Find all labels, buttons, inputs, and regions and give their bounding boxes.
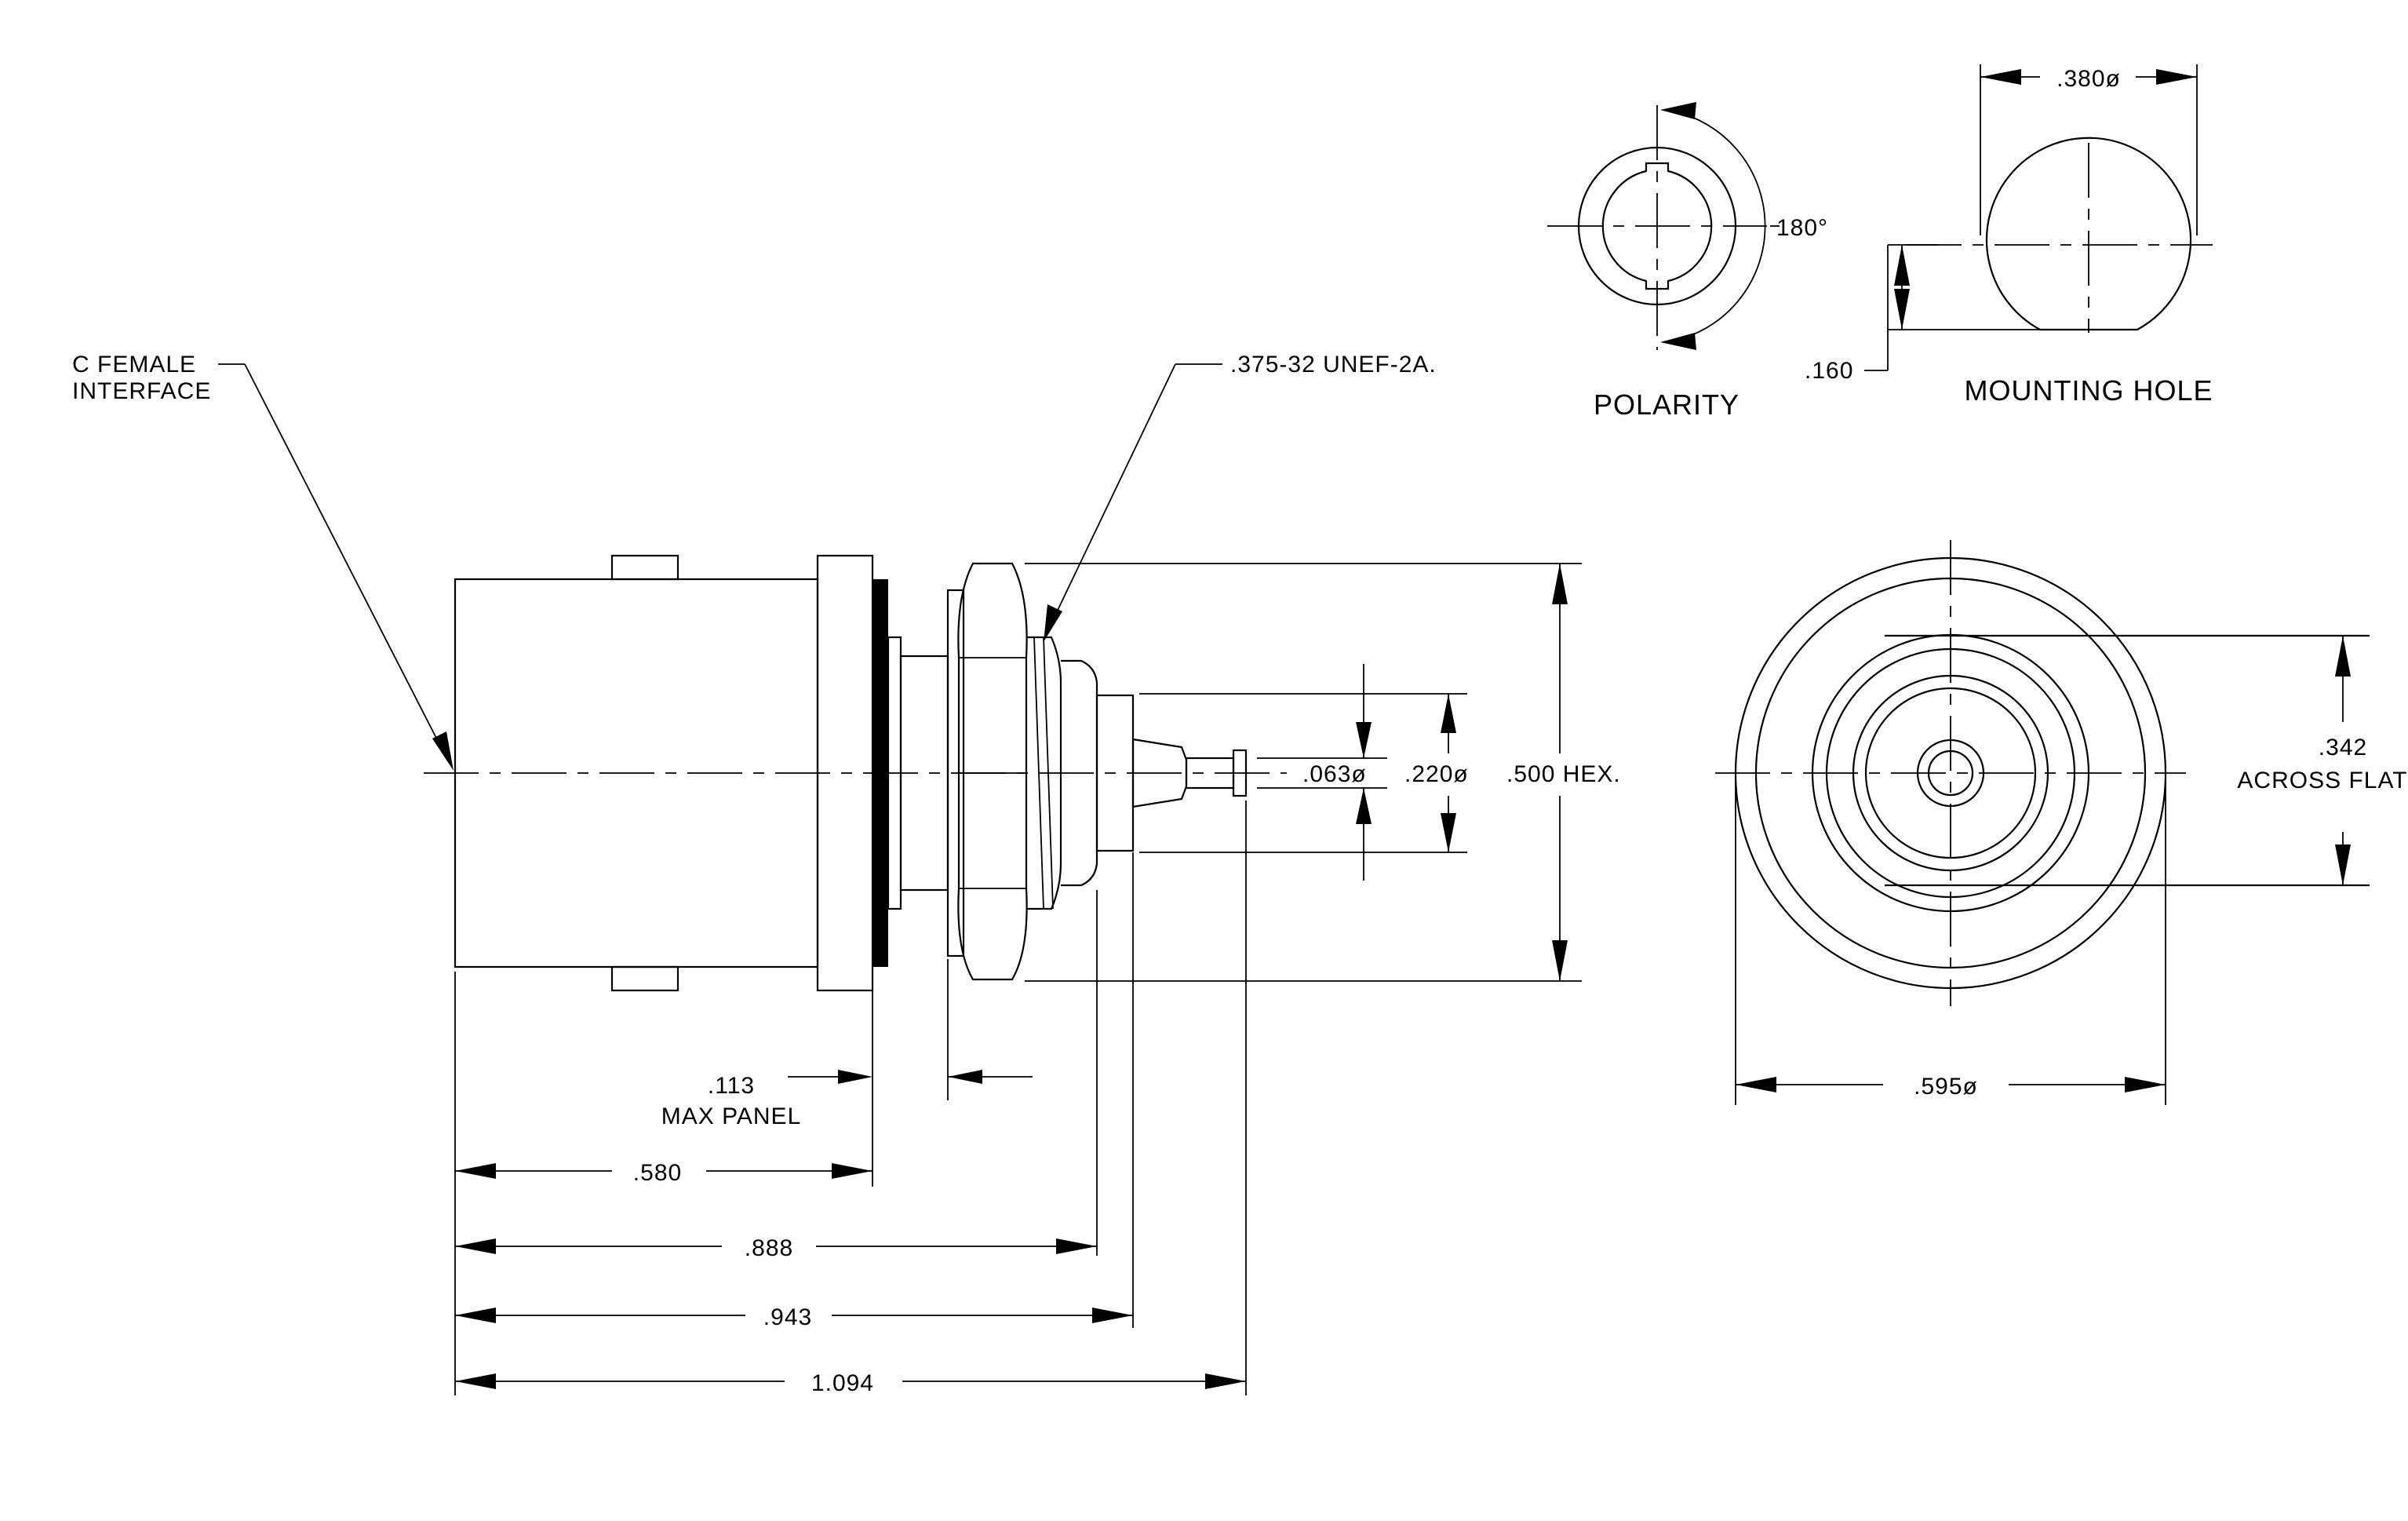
dim-580-value: .580 [633, 1160, 682, 1186]
polarity-title: POLARITY [1594, 388, 1740, 421]
body-dia-text: .595ø [1914, 1074, 1978, 1100]
dim-580: .580 [455, 1160, 872, 1186]
dim-1094: 1.094 [455, 1370, 1246, 1396]
across-flat-label: ACROSS FLAT [2237, 768, 2407, 793]
thread-spec-callout: .375-32 UNEF-2A. [1044, 352, 1437, 642]
polarity-view: 180° POLARITY [1547, 102, 1828, 421]
max-panel-value: .113 [708, 1073, 755, 1099]
dim-hex: .500 HEX. [1025, 563, 1621, 982]
across-flat-value: .342 [2319, 735, 2367, 760]
side-extension-lines [454, 801, 1247, 1395]
mounting-hole-shape [1985, 137, 2192, 331]
dim-888-value: .888 [745, 1235, 793, 1261]
dim-max-panel: .113 MAX PANEL [661, 1070, 1033, 1129]
dim-888: .888 [455, 1235, 1097, 1261]
dim-1094-value: 1.094 [811, 1370, 874, 1396]
c-female-callout: C FEMALE INTERFACE [72, 352, 454, 771]
front-view [1715, 540, 2370, 1006]
mounting-hole-view: .380ø .160 MOUNTING HOLE [1805, 64, 2213, 407]
bayonet-stud-bottom [610, 965, 679, 992]
hex-nut [957, 562, 1028, 981]
dim-943-value: .943 [763, 1304, 812, 1330]
c-female-line1: C FEMALE [72, 352, 196, 378]
contact-dia-text: .063ø [1302, 761, 1367, 787]
insulator-dia-text: .220ø [1404, 761, 1469, 787]
dim-insulator-dia: .220ø [1139, 693, 1469, 853]
side-view [424, 554, 1287, 992]
c-female-line2: INTERFACE [72, 378, 211, 404]
dim-contact-dia: .063ø [1257, 664, 1387, 881]
hex-size-text: .500 HEX. [1506, 761, 1621, 787]
bayonet-stud-top [610, 554, 679, 581]
dim-body-dia: .595ø [1735, 782, 2166, 1105]
dim-across-flat: .342 ACROSS FLAT [2237, 636, 2407, 885]
polarity-arc [1666, 109, 1766, 343]
thread-spec-text: .375-32 UNEF-2A. [1230, 352, 1437, 378]
mounting-hole-dia-text: .380ø [2056, 66, 2121, 92]
mounting-hole-flat-text: .160 [1805, 358, 1853, 384]
max-panel-label: MAX PANEL [661, 1103, 802, 1129]
polarity-angle-text: 180° [1776, 215, 1828, 241]
dim-943: .943 [455, 1304, 1133, 1330]
polarity-keyed-circle [1601, 162, 1713, 290]
mounting-hole-title: MOUNTING HOLE [1964, 374, 2213, 407]
